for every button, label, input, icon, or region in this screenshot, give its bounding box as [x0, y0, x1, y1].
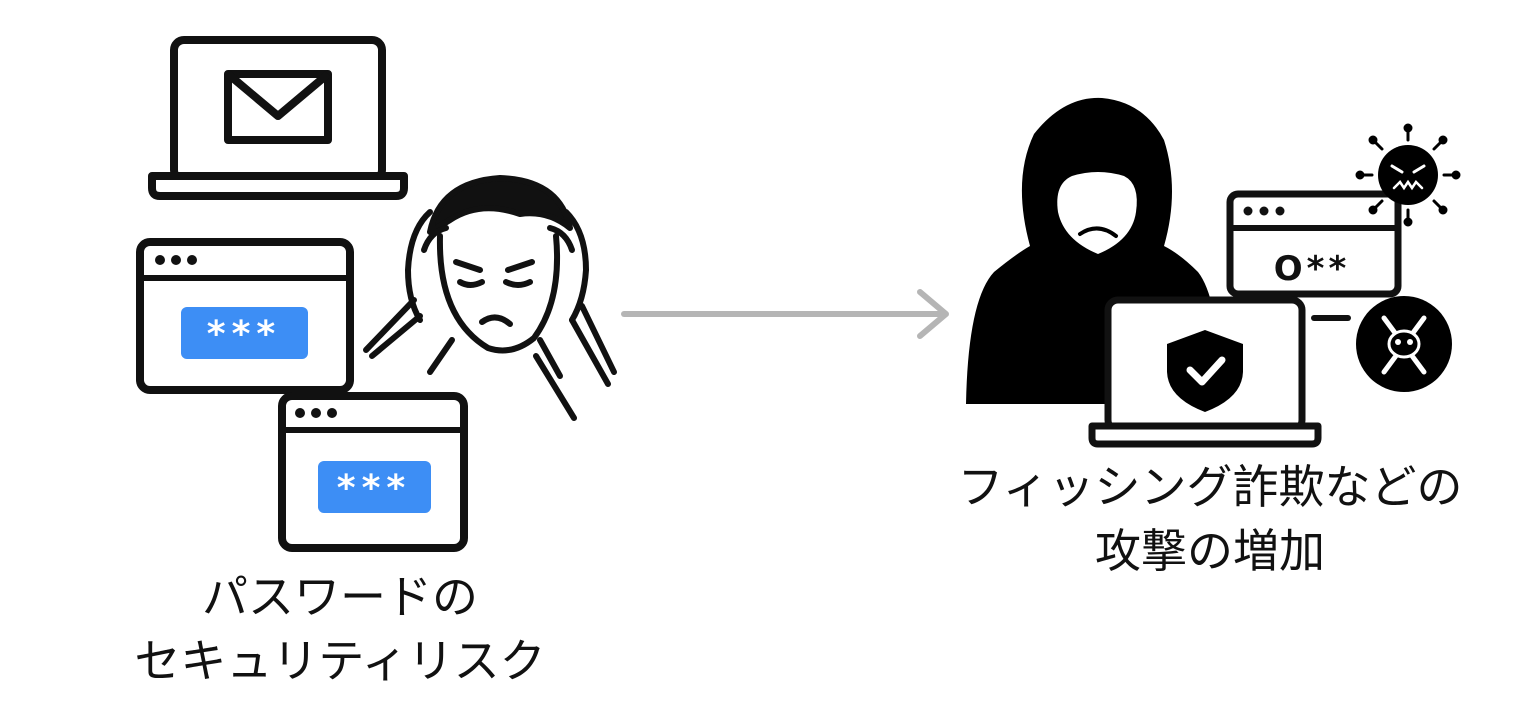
skull-icon: [1356, 296, 1452, 392]
password-field-icon: ***: [181, 307, 308, 359]
worried-person-icon: [363, 175, 617, 421]
password-field-icon: ***: [318, 461, 431, 513]
caption-line: 攻撃の増加: [1095, 524, 1325, 578]
browser-window-icon: O**: [1226, 190, 1402, 298]
arrow-icon: [621, 289, 949, 339]
password-text: O**: [1274, 249, 1350, 289]
shield-check-icon: [1167, 330, 1243, 412]
mail-icon: [224, 70, 332, 144]
caption-line: フィッシング詐欺などの: [957, 460, 1463, 514]
caption-line: パスワードの: [202, 570, 478, 624]
caption-line: セキュリティリスク: [134, 634, 546, 688]
password-mask-text: ***: [207, 314, 281, 355]
virus-icon: [1355, 123, 1461, 227]
password-risk-caption: パスワードの セキュリティリスク: [80, 565, 600, 693]
laptop-icon: [148, 36, 408, 200]
password-mask-text: ***: [337, 468, 411, 509]
phishing-increase-caption: フィッシング詐欺などの 攻撃の増加: [900, 455, 1520, 583]
